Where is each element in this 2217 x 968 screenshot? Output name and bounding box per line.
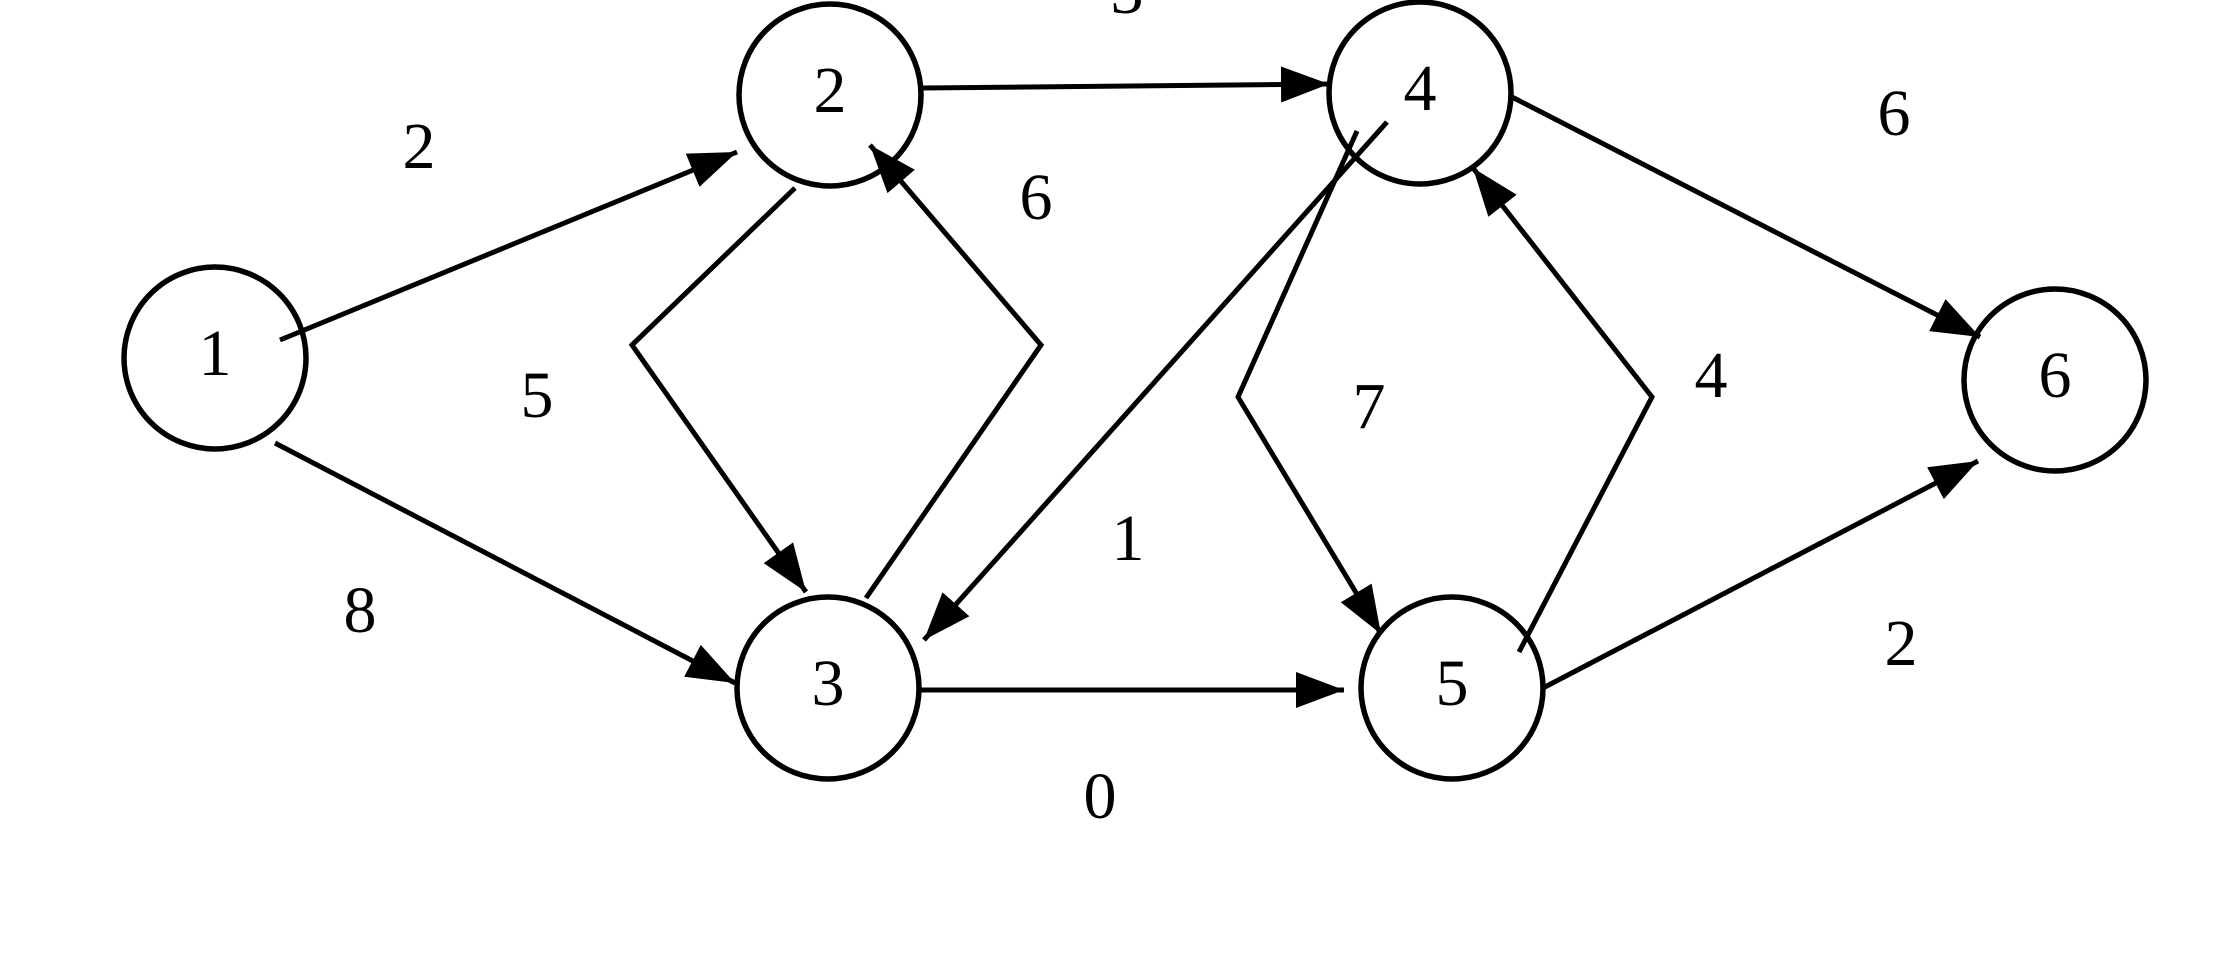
node-3-circle [734,594,922,782]
edge-2-4-weight-label: 3 [1111,0,1144,28]
node-1-label: 1 [199,317,232,390]
node-1-circle [121,264,309,452]
edge-5-6-weight-label: 2 [1885,607,1918,680]
edge-5-6-arrow [1541,458,1980,691]
edge-4-6-arrow [1508,93,1982,340]
edge-1-3-weight-label: 8 [344,574,377,647]
edge-1-3-arrow [273,440,737,686]
edge-1-2-arrow [279,149,738,343]
node-4-label: 4 [1404,52,1437,125]
edge-4-5-weight-label: 7 [1353,370,1386,443]
edge-3-2-arrow [863,143,1045,600]
edge-4-3-weight-label: 1 [1112,502,1145,575]
edge-4-3-arrow [922,120,1389,642]
edge-3-2-weight-label: 6 [1020,161,1053,234]
node-2-circle [736,1,924,189]
edge-5-4-weight-label: 4 [1695,339,1728,412]
node-6-circle [1961,286,2149,474]
node-5-label: 5 [1436,647,1469,720]
edge-4-6-weight-label: 6 [1878,77,1911,150]
edge-1-2-weight-label: 2 [403,110,436,183]
node-6-label: 6 [2039,339,2072,412]
edge-5-4-arrow [1471,166,1655,654]
edge-4-5-arrow [1235,129,1384,636]
edge-2-4-arrow [921,66,1330,103]
edge-2-3-arrow [628,186,809,594]
edge-3-5-weight-label: 0 [1084,760,1117,833]
edge-2-3-weight-label: 5 [521,359,554,432]
node-3-label: 3 [812,647,845,720]
node-2-label: 2 [814,54,847,127]
